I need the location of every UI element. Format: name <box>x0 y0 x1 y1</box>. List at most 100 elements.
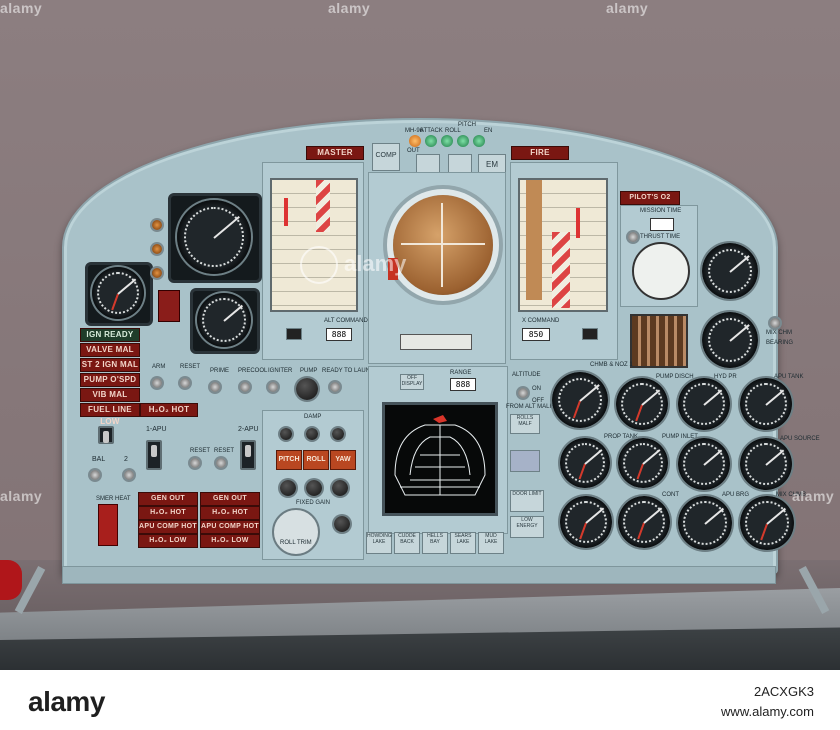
gain-knob-3[interactable] <box>332 480 348 496</box>
left-tape-switch[interactable] <box>286 328 302 340</box>
handle-red[interactable] <box>158 290 180 322</box>
off-display-button[interactable]: OFF DISPLAY <box>400 374 424 390</box>
arm-switch[interactable] <box>152 378 162 388</box>
altitude-label: ALTITUDE <box>512 372 541 378</box>
trim-drum[interactable] <box>630 314 688 368</box>
arm-label: ARM <box>152 364 166 370</box>
reset-switch[interactable] <box>180 378 190 388</box>
hyd-pr-label: HYD PR <box>714 374 737 380</box>
pump-knob[interactable] <box>296 378 318 400</box>
alt-command-label: ALT COMMAND <box>324 318 368 324</box>
damp-switch-2[interactable] <box>306 428 318 440</box>
mix-chmb-label: MIX CHMB <box>776 492 806 498</box>
lake-button-3[interactable]: HELLS BAY <box>422 532 448 554</box>
apu2-toggle[interactable] <box>240 440 256 470</box>
damp-switch-3[interactable] <box>332 428 344 440</box>
bal-switch-1[interactable] <box>90 470 100 480</box>
control-gauge <box>678 438 730 490</box>
apu-source-label: APU SOURCE <box>780 436 820 442</box>
ready-to-launch-label: READY TO LAUNCH <box>322 368 379 374</box>
alamy-logo: alamy <box>28 686 105 717</box>
chmb-noz-label: CHMB & NOZ 1 <box>590 362 633 368</box>
crt-top-label: FROM ALT MALF <box>506 404 554 410</box>
reset-label: RESET <box>180 364 201 370</box>
right-tape-switch[interactable] <box>582 328 598 340</box>
apu-reset-left-label: RESET <box>190 448 211 454</box>
thrust-time-label: THRUST TIME <box>640 234 681 240</box>
amber-lamp <box>409 135 421 147</box>
yaw-damper-button[interactable]: YAW <box>330 450 356 470</box>
comp-button[interactable]: COMP <box>372 143 400 171</box>
door-limit-button[interactable]: DOOR LIMIT <box>510 490 544 512</box>
altitude-switch[interactable] <box>518 388 528 398</box>
gain-knob-2[interactable] <box>306 480 322 496</box>
roll-trim-dial[interactable] <box>272 508 320 556</box>
amber-knob-3[interactable] <box>152 268 162 278</box>
prop-tank-gauge <box>560 438 610 488</box>
prop-tank-label: PROP TANK <box>604 434 639 440</box>
pump-discharge-gauge <box>616 378 668 430</box>
chamber-pressure-gauge <box>552 372 608 428</box>
bal-switch-2[interactable] <box>124 470 134 480</box>
attitude-indicator <box>393 195 493 295</box>
apu-reset-right-label: RESET <box>214 448 235 454</box>
fuel-transfer-toggle[interactable] <box>98 426 114 444</box>
site-url: www.alamy.com <box>721 704 814 719</box>
watermark-top-center: alamy <box>328 0 371 16</box>
pump-inlet-label: PUMP INLET <box>662 434 698 440</box>
gain-knob-1[interactable] <box>280 480 296 496</box>
apu-reset-right[interactable] <box>216 458 226 468</box>
smer-heat-guard[interactable] <box>98 504 118 546</box>
roll-trim-label: ROLL TRIM <box>280 540 312 546</box>
igniter-switch[interactable] <box>268 382 278 392</box>
bal-label: BAL <box>92 456 106 463</box>
apu-reset-left[interactable] <box>190 458 200 468</box>
altimeter <box>190 288 260 354</box>
out-label: OUT <box>407 148 420 154</box>
lake-button-2[interactable]: CUDDE BACK <box>394 532 420 554</box>
amber-knob-2[interactable] <box>152 244 162 254</box>
apu-bearing-gauge <box>678 496 732 550</box>
prime-label: PRIME <box>210 368 230 374</box>
green-lamp-1 <box>425 135 437 147</box>
hydraulic-pressure-gauge <box>678 378 730 430</box>
lake-button-1[interactable]: HOWDING LAKE <box>366 532 392 554</box>
green-lamp-4 <box>473 135 485 147</box>
watermark-top-right: alamy <box>606 0 649 16</box>
green-lamp-3 <box>457 135 469 147</box>
apu-tank-label: APU TANK <box>774 374 804 380</box>
apu1-h2o2-hot: H₂O₂ HOT <box>138 506 198 520</box>
fixed-gain-label: FIXED GAIN <box>296 500 331 506</box>
panel-base <box>62 566 776 584</box>
low-energy-button[interactable]: LOW ENERGY <box>510 516 544 538</box>
accelerometer <box>85 262 153 326</box>
range-label: RANGE <box>450 370 472 376</box>
rolls-malf-button[interactable]: ROLLS MALF <box>510 414 540 434</box>
lake-button-5[interactable]: MUD LAKE <box>478 532 504 554</box>
amber-knob-1[interactable] <box>152 220 162 230</box>
apu2-h2o2-low: H₂O₂ LOW <box>200 534 260 548</box>
watermark-center: alamy <box>300 246 406 284</box>
damp-switch-1[interactable] <box>280 428 292 440</box>
precool-switch[interactable] <box>240 382 250 392</box>
roll-damper-button[interactable]: ROLL <box>303 450 329 470</box>
apu1-toggle[interactable] <box>146 440 162 470</box>
apu-brg-label: APU BRG <box>722 492 750 498</box>
roll-trim-knob[interactable] <box>334 516 350 532</box>
cont-label: CONT <box>662 492 679 498</box>
apu1-label: 1-APU <box>146 426 167 433</box>
slip-indicator <box>400 334 472 350</box>
watermark-mid-right: alamy <box>792 488 835 504</box>
pitch-damper-button[interactable]: PITCH <box>276 450 302 470</box>
lake-button-4[interactable]: SEARS LAKE <box>450 532 476 554</box>
watermark-circle-icon <box>300 246 338 284</box>
ready-to-launch-switch[interactable] <box>330 382 340 392</box>
precool-label: PRECOOL <box>238 368 268 374</box>
bearing-gauge <box>702 312 758 368</box>
bearing-knob[interactable] <box>770 318 780 328</box>
prime-switch[interactable] <box>210 382 220 392</box>
h2o2-hot-light: H₂O₂ HOT <box>140 403 198 417</box>
mh96-label: MH-96 <box>405 128 424 134</box>
clock-knob[interactable] <box>628 232 638 242</box>
thrust-time-dial <box>632 242 690 300</box>
